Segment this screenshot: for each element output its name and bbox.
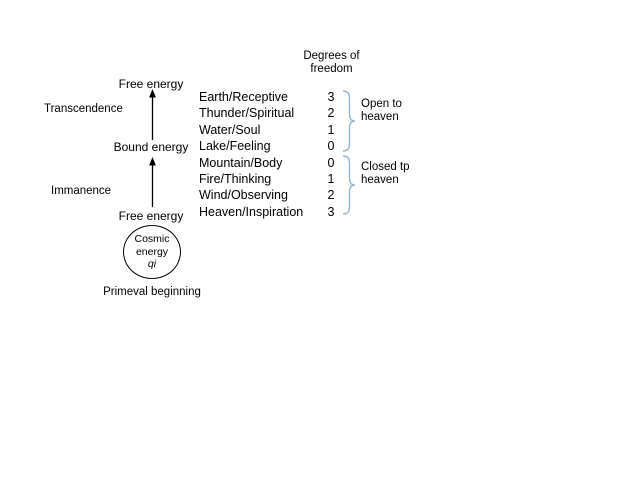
arrow-head-icon xyxy=(149,89,156,98)
dof-header-line2: freedom xyxy=(310,63,353,75)
degrees-value: 2 xyxy=(327,188,335,203)
cosmic-circle-line3: qi xyxy=(147,258,157,270)
degrees-value: 0 xyxy=(327,139,335,154)
bound-energy-label: Bound energy xyxy=(113,140,189,154)
upward-arrow-transcendence xyxy=(149,89,156,140)
brace-path xyxy=(342,155,356,215)
trigram-row-label: Heaven/Inspiration xyxy=(199,204,304,219)
trigram-label-column: Earth/Receptive Thunder/Spiritual Water/… xyxy=(199,89,303,220)
trigram-row-label: Lake/Feeling xyxy=(199,139,271,154)
degrees-value: 3 xyxy=(327,90,335,104)
cosmic-energy-circle: Cosmic energy qi xyxy=(123,225,181,279)
transcendence-label: Transcendence xyxy=(44,103,123,115)
closed-to-heaven-brace-icon xyxy=(342,155,356,215)
free-energy-bottom-label: Free energy xyxy=(118,209,184,223)
dof-header-line1: Degrees of xyxy=(303,50,360,62)
trigram-row-label: Water/Soul xyxy=(199,122,261,137)
degrees-value: 0 xyxy=(327,155,335,170)
group1-line1: Open to xyxy=(361,98,402,110)
trigram-row-label: Thunder/Spiritual xyxy=(199,106,295,121)
open-to-heaven-label: Open to heaven xyxy=(361,98,402,124)
brace-path xyxy=(342,90,356,152)
arrow-head-icon xyxy=(149,157,156,166)
group2-line1: Closed tp xyxy=(361,161,410,173)
closed-to-heaven-label: Closed tp heaven xyxy=(361,161,410,187)
immanence-label: Immanence xyxy=(51,185,112,197)
trigram-row-label: Wind/Observing xyxy=(199,188,288,203)
degrees-value: 3 xyxy=(327,204,335,219)
degrees-value-column: 3 2 1 0 0 1 2 3 xyxy=(320,89,342,220)
trigram-row-label: Fire/Thinking xyxy=(199,171,272,186)
group1-line2: heaven xyxy=(361,111,399,123)
trigram-row-label: Earth/Receptive xyxy=(199,90,288,104)
free-energy-top-label: Free energy xyxy=(118,77,184,91)
degrees-of-freedom-header: Degrees of freedom xyxy=(295,50,368,76)
primeval-beginning-label: Primeval beginning xyxy=(103,286,201,298)
degrees-value: 2 xyxy=(327,106,335,121)
open-to-heaven-brace-icon xyxy=(342,90,356,152)
group2-line2: heaven xyxy=(361,174,399,186)
degrees-value: 1 xyxy=(327,171,335,186)
trigram-row-label: Mountain/Body xyxy=(199,155,283,170)
degrees-value: 1 xyxy=(327,122,335,137)
cosmic-circle-line1: Cosmic xyxy=(134,233,170,245)
upward-arrow-immanence xyxy=(149,157,156,207)
cosmic-circle-line2: energy xyxy=(135,245,169,258)
